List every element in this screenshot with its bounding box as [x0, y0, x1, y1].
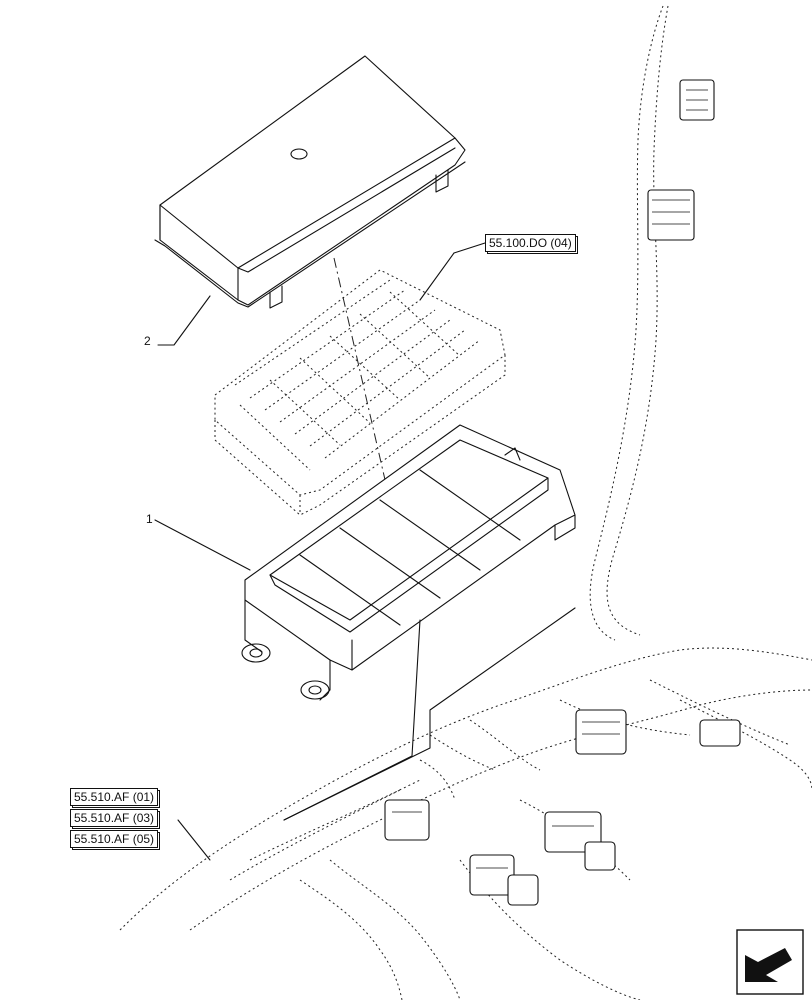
fuse-box-base	[241, 424, 576, 701]
next-page-arrow-icon[interactable]	[736, 929, 804, 995]
callout-item-1: 1	[146, 512, 153, 526]
reference-harness-01[interactable]: 55.510.AF (01)	[70, 788, 159, 806]
reference-harness-05[interactable]: 55.510.AF (05)	[70, 830, 159, 848]
fuse-relay-assembly	[214, 269, 506, 516]
reference-harness-03[interactable]: 55.510.AF (03)	[70, 809, 159, 827]
connector-cluster-bottom	[384, 709, 741, 906]
connector-top-right	[647, 79, 715, 241]
leader-lines	[154, 242, 576, 861]
fuse-box-cover	[154, 55, 466, 309]
reference-fuse-relays[interactable]: 55.100.DO (04)	[485, 234, 576, 252]
callout-item-2: 2	[144, 334, 151, 348]
